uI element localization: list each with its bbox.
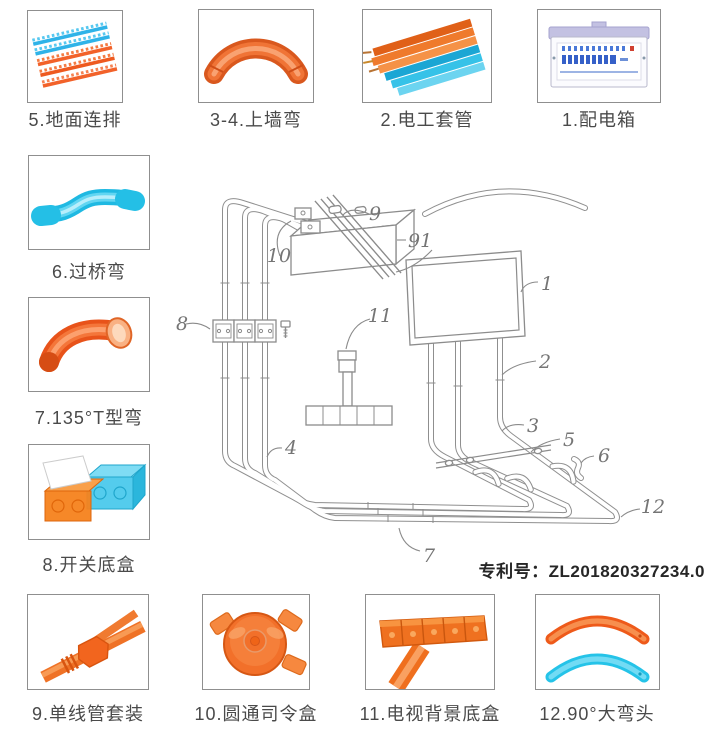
callout-12: 12: [641, 496, 665, 518]
t-bend-135-icon: [39, 317, 133, 372]
distribution-box-icon: [548, 21, 650, 88]
product-image-large-90-bend: [535, 594, 660, 690]
electric-conduit-tubes-icon: [363, 18, 486, 96]
wall-up-bend-icon: [204, 38, 308, 84]
floor-connector-strip: [435, 444, 552, 469]
bridge-bend-bumps: [472, 462, 577, 493]
product-image-wall-up-bend: [198, 9, 314, 103]
callout-3: 3: [527, 415, 539, 437]
callout-8: 8: [176, 313, 188, 335]
callout-6: 6: [598, 445, 610, 467]
ground-strip-rows-icon: [32, 21, 118, 88]
conduit-pipes: [222, 198, 620, 525]
product-label-10: 10.圆通司令盒: [194, 704, 318, 724]
callout-4: 4: [284, 437, 297, 459]
product-label-11: 11.电视背景底盒: [359, 704, 501, 724]
product-label-12: 12.90°大弯头: [539, 704, 655, 724]
product-image-ground-strip-rows: [27, 10, 123, 103]
bridge-bend-sample: [571, 456, 584, 481]
coupling-ticks: [220, 282, 505, 523]
screw-icon: [280, 320, 291, 338]
product-label-3-4: 3-4.上墙弯: [209, 110, 303, 130]
round-junction-box-icon: [209, 609, 307, 676]
product-image-t-bend-135: [28, 297, 150, 392]
large-bend-arc: [422, 188, 588, 217]
callout-numbers: 1 2 3 4 5 6 7 8 9 91 10 11 12: [176, 203, 665, 567]
product-image-distribution-box: [537, 9, 661, 103]
switch-bottom-box-icon: [42, 455, 147, 522]
product-label-5: 5.地面连排: [28, 110, 122, 130]
single-pipe-kit-icon: [40, 609, 146, 683]
product-image-electric-conduit-tubes: [362, 9, 492, 103]
product-image-single-pipe-kit: [27, 594, 149, 690]
distribution-panel: [405, 250, 526, 346]
product-label-9: 9.单线管套装: [31, 704, 144, 724]
wiring-installation-diagram: 1 2 3 4 5 6 7 8 9 91 10 11 12: [176, 188, 665, 567]
callout-9: 9: [369, 203, 381, 225]
tv-background-stand: [305, 350, 393, 426]
tv-wall-bottom-box-icon: [379, 615, 488, 689]
callout-10: 10: [267, 245, 291, 267]
switch-boxes: [212, 319, 277, 343]
product-label-8: 8.开关底盒: [42, 555, 136, 575]
callout-leaders: [185, 209, 641, 552]
product-label-1: 1.配电箱: [561, 110, 636, 130]
bridge-bend-icon: [31, 188, 145, 226]
callout-7: 7: [423, 545, 436, 567]
product-image-bridge-bend: [28, 155, 150, 250]
callout-91: 91: [408, 230, 432, 252]
callout-5: 5: [563, 429, 575, 451]
product-image-tv-wall-bottom-box: [365, 594, 495, 690]
product-image-round-junction-box: [202, 594, 310, 690]
product-label-2: 2.电工套管: [380, 110, 474, 130]
callout-2: 2: [538, 351, 551, 373]
patent-number: 专利号：ZL201820327234.0: [478, 562, 705, 581]
callout-11: 11: [368, 305, 392, 327]
product-label-6: 6.过桥弯: [51, 262, 126, 282]
large-90-bend-icon: [545, 615, 650, 683]
product-label-7: 7.135°T型弯: [34, 408, 144, 428]
product-image-switch-bottom-box: [28, 444, 150, 540]
callout-1: 1: [541, 273, 553, 295]
